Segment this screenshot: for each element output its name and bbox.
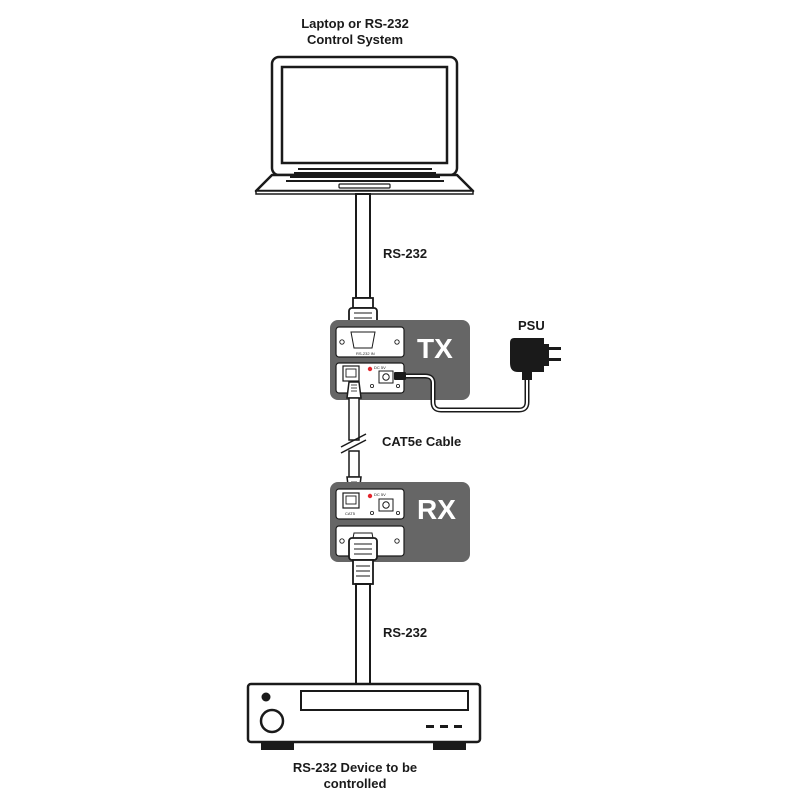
psu-cable <box>394 372 530 413</box>
target-device-label-line-2: controlled <box>323 776 387 791</box>
rx-db9-connector-icon <box>348 537 378 585</box>
target-device-label-line-1: RS-232 Device to be <box>292 760 418 775</box>
upper-cable-label: RS-232 <box>383 246 428 261</box>
source-device-label-line-2: Control System <box>306 32 404 47</box>
tx-rs232-port-label: RS-232 IN <box>356 351 375 356</box>
tx-dc-port-label: DC 5V <box>374 365 386 370</box>
controlled-device-icon <box>246 682 482 750</box>
upper-rs232-cable <box>355 193 371 299</box>
source-device-label: Laptop or RS-232 Control System <box>255 16 455 48</box>
psu-adapter-icon <box>510 338 561 380</box>
rx-led-icon <box>367 493 373 499</box>
lower-cable-label: RS-232 <box>383 625 428 640</box>
rx-cat5-port-label: CAT5 <box>345 511 356 516</box>
tx-led-icon <box>367 366 373 372</box>
rx-dc-port-label: DC 5V <box>374 492 386 497</box>
source-device-label-line-1: Laptop or RS-232 <box>301 16 409 31</box>
laptop-icon <box>254 55 475 195</box>
tx-label: TX <box>417 333 453 364</box>
lower-rs232-cable <box>355 583 371 685</box>
target-device-label: RS-232 Device to be controlled <box>255 760 455 792</box>
psu-label: PSU <box>518 318 545 333</box>
middle-cable-label: CAT5e Cable <box>382 434 462 449</box>
rx-label: RX <box>417 494 456 525</box>
